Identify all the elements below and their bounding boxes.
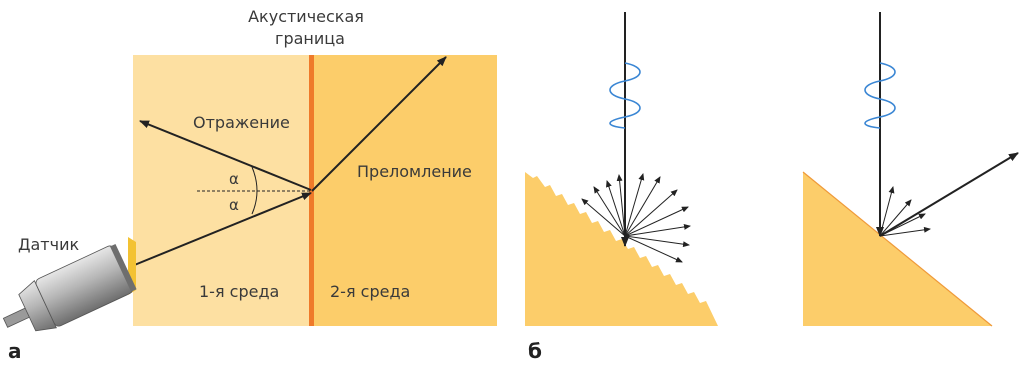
angle-alpha-top-label: α	[229, 170, 239, 188]
wave-icon-left	[609, 62, 641, 129]
panel-a-label: а	[8, 339, 22, 363]
medium-2-label: 2-я среда	[330, 282, 410, 301]
wave-icon-right	[864, 62, 896, 129]
angle-arc	[251, 166, 258, 215]
medium-1-label: 1-я среда	[199, 282, 279, 301]
panel-b-label: б	[528, 339, 542, 363]
rough-surface-wedge	[525, 172, 718, 326]
smooth-surface-edge	[802, 171, 993, 327]
boundary-label-line2: граница	[275, 29, 345, 48]
reflection-label: Отражение	[193, 113, 290, 132]
refraction-label: Преломление	[357, 162, 472, 181]
panel-a: Акустическая граница Отражение Преломлен…	[2, 7, 497, 363]
boundary-label-line1: Акустическая	[248, 7, 364, 26]
acoustic-boundary-line	[309, 55, 314, 326]
specular-reflection-ray	[879, 152, 1019, 237]
scattered-rays	[581, 173, 691, 263]
angle-alpha-bottom-label: α	[229, 196, 239, 214]
sensor-icon	[2, 237, 137, 332]
sensor-label: Датчик	[18, 235, 79, 254]
refracted-ray	[311, 56, 447, 192]
panel-b-rough-surface: б	[525, 12, 718, 363]
panel-b-smooth-surface	[802, 12, 1019, 327]
reflected-ray	[139, 120, 312, 191]
weak-scattered-rays	[879, 186, 931, 237]
incident-ray	[131, 192, 312, 267]
